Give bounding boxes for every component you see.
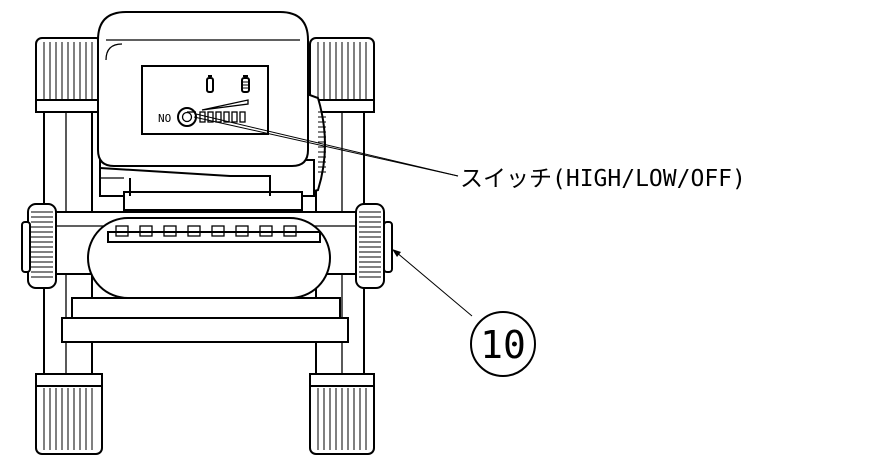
part-number: 10 [480,323,526,367]
no-label: NO [158,112,171,125]
switch-callout-label: スイッチ(HIGH/LOW/OFF) [460,166,746,192]
base-plate [61,297,349,343]
part-number-bubble [470,311,536,377]
battery-led [223,111,230,123]
lamp-housing [87,217,331,299]
battery-led [199,111,206,123]
control-panel-window [141,65,269,135]
control-box: NO [97,11,326,211]
foot-top-right [309,37,375,113]
battery-led [239,111,246,123]
foot-bottom-left [35,373,103,455]
right-knob[interactable] [355,203,393,289]
battery-led [231,111,238,123]
switch-leader [193,113,459,177]
battery-low-icon [206,77,214,93]
left-knob [21,203,57,289]
foot-bottom-right [309,373,375,455]
foot-top-left [35,37,103,113]
part-leader [392,249,473,317]
battery-full-icon [241,75,250,93]
level-wedge-icon [201,99,249,111]
